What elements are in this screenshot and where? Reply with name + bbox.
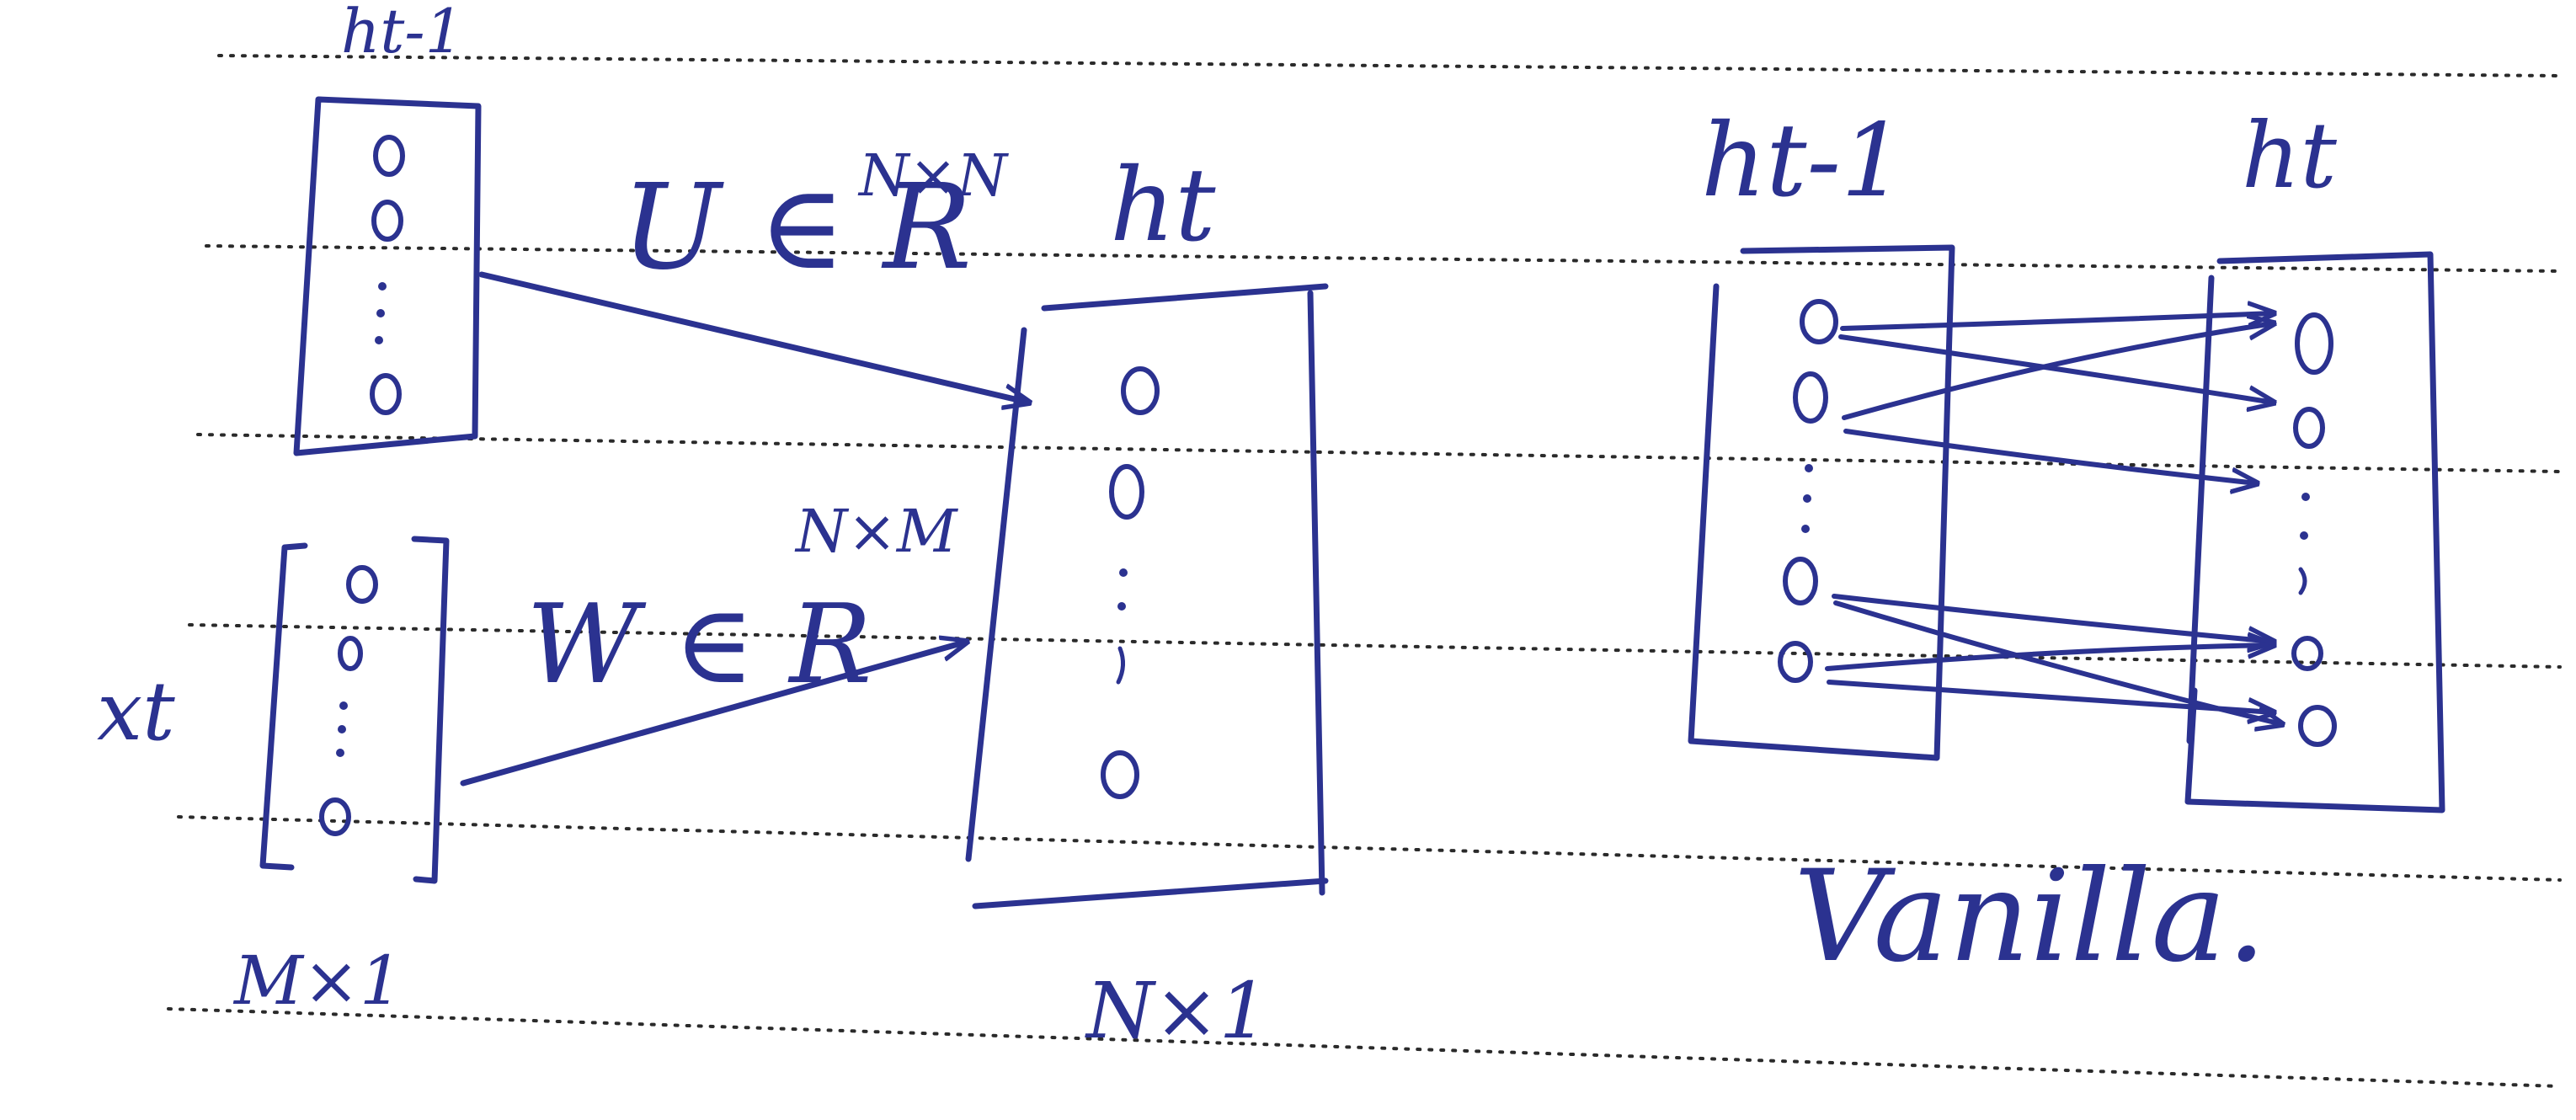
right-prev-hidden-box [1688, 244, 1955, 761]
notebook-rules [167, 54, 2562, 1088]
right-prev-hidden-nodes [1778, 299, 1838, 683]
prev-hidden-vector [293, 96, 482, 456]
weight-u-label: U ∈ R [621, 159, 972, 296]
recurrent-connections [1825, 313, 2282, 724]
output-label: ht [1110, 147, 1216, 264]
prev-hidden-nodes [370, 135, 405, 415]
input-vector [259, 536, 450, 884]
weight-w-label: W ∈ R [526, 580, 872, 708]
right-hidden-label: ht [2242, 104, 2338, 209]
vanilla-caption: Vanilla. [1794, 844, 2267, 990]
output-nodes [1101, 366, 1160, 799]
input-label: xt [97, 664, 175, 759]
prev-hidden-label: ht-1 [341, 0, 463, 67]
weight-u-superscript: N×N [857, 143, 1009, 210]
weight-w-superscript: N×M [794, 497, 959, 566]
right-hidden-box [2184, 251, 2445, 813]
left-diagram: ht-1 xt M×1 U ∈ R N×N [97, 0, 1329, 1056]
output-size-label: N×1 [1085, 966, 1268, 1056]
right-prev-hidden-label: ht-1 [1701, 103, 1905, 220]
output-vector [965, 283, 1329, 909]
arrow-w [460, 642, 967, 787]
right-diagram: ht-1 ht [1688, 103, 2445, 990]
input-size-label: M×1 [232, 941, 403, 1020]
right-hidden-nodes [2291, 312, 2337, 747]
arrow-u [478, 271, 1029, 403]
